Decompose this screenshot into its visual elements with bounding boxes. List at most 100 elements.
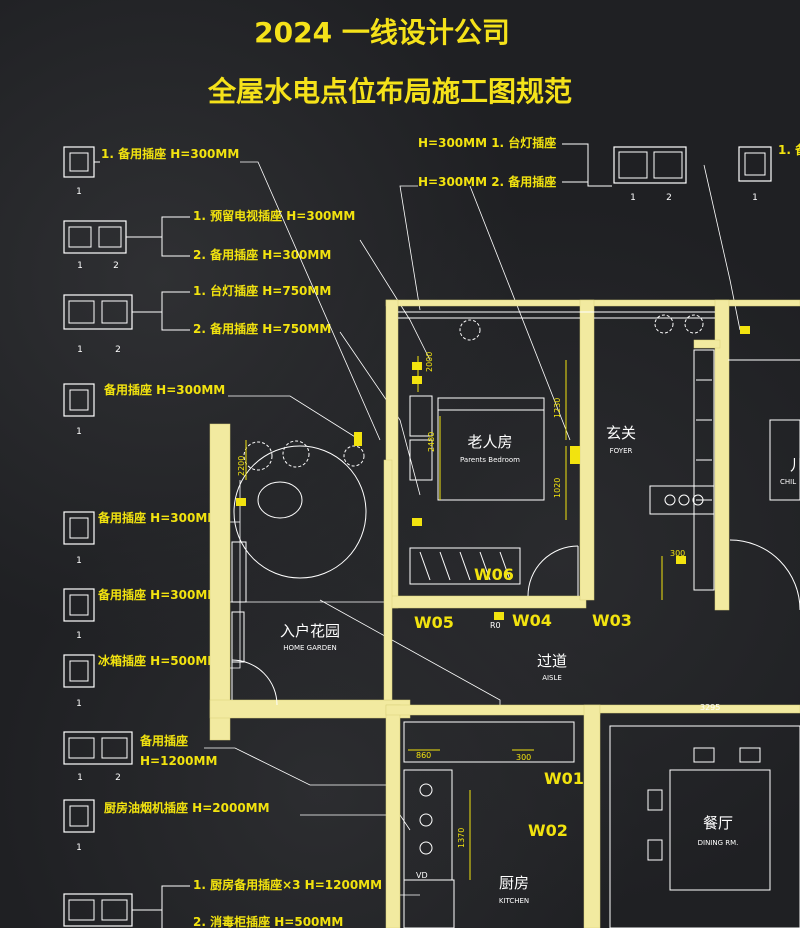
room-dining: 餐厅 DINING RM.: [698, 814, 739, 847]
socket-icon: [98, 226, 122, 248]
socket-icon: [101, 300, 128, 324]
legend-label: 备用插座 H=300MM: [103, 382, 225, 397]
dim-1020: 1020: [553, 478, 562, 498]
socket-icon: [68, 899, 95, 921]
legend-num: 1: [76, 699, 82, 709]
legend-item-3: 1 2 1. 台灯插座 H=750MM 2. 备用插座 H=750MM: [63, 283, 331, 355]
legend-label: 1. 备用插座 H=300MM: [101, 146, 239, 161]
legend-num: 1: [77, 345, 83, 355]
legend-label: 冰箱插座 H=500MM: [98, 653, 219, 668]
socket-icon: [69, 594, 89, 616]
legend-label: H=1200MM: [140, 754, 217, 768]
legend-item-4: 1 备用插座 H=300MM: [63, 382, 225, 437]
dim-2000: 2000: [425, 352, 434, 372]
legend-label: 1. 厨房备用插座×3 H=1200MM: [193, 877, 382, 892]
legend-label: 备用插座 H=300MM: [97, 510, 219, 525]
legend-num: 1: [76, 556, 82, 566]
dim-860: 860: [416, 751, 431, 760]
socket-icon: [69, 517, 89, 539]
room-child: 儿 CHIL: [780, 456, 800, 486]
legend-item-10: 1. 厨房备用插座×3 H=1200MM 2. 消毒柜插座 H=500MM: [63, 877, 382, 928]
room-label-en: AISLE: [542, 674, 562, 682]
legend-label: 2. 备用插座 H=300MM: [193, 247, 331, 262]
socket-icon: [101, 737, 128, 759]
legend-label: 厨房油烟机插座 H=2000MM: [104, 800, 270, 815]
legend-num: 1: [76, 427, 82, 437]
walls: [209, 299, 800, 928]
legend-label: 备用插座 H=300MM: [97, 587, 219, 602]
legend-item-6: 1 备用插座 H=300MM: [63, 587, 219, 641]
dim-2200: 2200: [237, 456, 246, 476]
interior-lines: [231, 311, 800, 928]
room-label-cn: 餐厅: [703, 814, 733, 832]
title-line2: 全屋水电点位布局施工图规范: [207, 75, 572, 108]
dim-3295: 3295: [700, 703, 720, 712]
room-label-en: HOME GARDEN: [283, 644, 337, 652]
room-kitchen: 厨房 KITCHEN: [499, 874, 529, 905]
room-parents-bedroom: 老人房 Parents Bedroom: [460, 433, 520, 464]
window-code-w04: W04: [512, 611, 552, 630]
legend-num: 1: [76, 631, 82, 641]
legend-num: 2: [666, 193, 672, 203]
legend-num: 1: [76, 187, 82, 197]
legend-num: 2: [113, 261, 119, 271]
legend-num: 2: [115, 773, 121, 783]
room-label-cn: 过道: [537, 652, 567, 670]
dim-300: 300: [516, 753, 531, 762]
dimension-lines: [245, 356, 663, 880]
socket-icon: [69, 805, 89, 827]
legend-item-5: 1 备用插座 H=300MM: [63, 510, 219, 566]
socket-icon: [744, 152, 766, 176]
marker-vd: VD: [416, 871, 428, 880]
legend-label: 备用插座: [139, 733, 188, 748]
legend-label: 2. 备用插座 H=750MM: [193, 321, 331, 336]
legend-label: 1. 预留电视插座 H=300MM: [193, 208, 355, 223]
leader-lines: [204, 161, 741, 896]
room-label-cn: 儿: [790, 456, 800, 474]
room-foyer: 玄关 FOYER: [606, 424, 636, 455]
legend-num: 1: [752, 193, 758, 203]
marker-r: R0: [490, 621, 501, 630]
legend-num: 1: [77, 773, 83, 783]
window-code-w01: W01: [544, 769, 584, 788]
legend-top-label-2: H=300MM 2. 备用插座: [418, 174, 556, 189]
dim-1370: 1370: [457, 828, 466, 848]
room-label-cn: 老人房: [467, 433, 512, 451]
legend-item-7: 1 冰箱插座 H=500MM: [63, 653, 219, 709]
room-label-en: CHIL: [780, 478, 796, 486]
room-home-garden: 入户花园 HOME GARDEN: [280, 622, 340, 652]
window-code-w02: W02: [528, 821, 568, 840]
legend-top-label-1: H=300MM 1. 台灯插座: [418, 135, 556, 150]
legend-item-8: 1 2 备用插座 H=1200MM: [63, 731, 217, 783]
dim-2480: 2480: [427, 432, 436, 452]
room-label-cn: 玄关: [606, 424, 636, 442]
legend-label: 1. 台灯插座 H=750MM: [193, 283, 331, 298]
title-line1: 2024 一线设计公司: [254, 16, 510, 49]
room-label-en: KITCHEN: [499, 897, 529, 905]
dim-1230: 1230: [553, 398, 562, 418]
room-label-en: FOYER: [610, 447, 633, 455]
legend-label: 2. 消毒柜插座 H=500MM: [193, 914, 343, 928]
legend-item-1: 1 1. 备用插座 H=300MM: [63, 146, 239, 197]
legend-num: 1: [76, 843, 82, 853]
room-label-en: Parents Bedroom: [460, 456, 520, 464]
socket-icon: [653, 151, 683, 179]
socket-icon: [69, 152, 89, 172]
socket-icon: [69, 660, 89, 682]
socket-icon: [69, 389, 89, 411]
legend-top-right-label: 1. 备: [778, 142, 800, 157]
legend-num: 1: [630, 193, 636, 203]
legend-num: 2: [115, 345, 121, 355]
dim-300b: 300: [670, 549, 685, 558]
plant-icons: [243, 314, 704, 471]
window-code-w03: W03: [592, 611, 632, 630]
socket-icon: [68, 226, 92, 248]
room-aisle: 过道 AISLE: [537, 652, 567, 682]
socket-icon: [101, 899, 128, 921]
socket-markers: [236, 326, 750, 620]
window-code-w05: W05: [414, 613, 454, 632]
window-code-w06: W06: [474, 565, 514, 584]
legend-item-9: 1 厨房油烟机插座 H=2000MM: [63, 799, 270, 853]
